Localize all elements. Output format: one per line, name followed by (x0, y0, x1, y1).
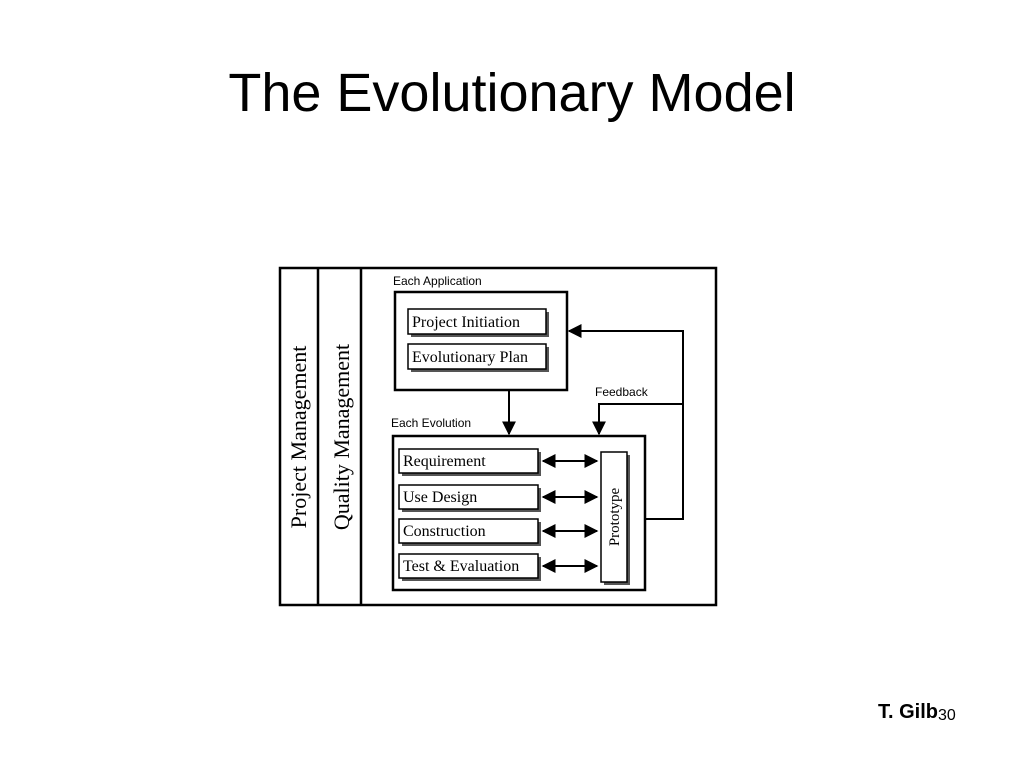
feedback-loop-arrow (567, 324, 684, 520)
requirement-box (398, 448, 539, 474)
author-name: T. Gilb (878, 701, 938, 723)
construction-label: Construction (403, 523, 486, 540)
application-box (393, 290, 569, 392)
prototype-box (600, 451, 628, 583)
project-initiation-box (407, 308, 547, 335)
each-application-label: Each Application (393, 274, 482, 288)
feedback-label: Feedback (595, 385, 649, 399)
each-evolution-label: Each Evolution (391, 416, 471, 430)
feedback-to-evolution-arrow (592, 403, 683, 436)
project-initiation-label: Project Initiation (412, 314, 520, 331)
outer-frame (278, 266, 718, 607)
use-design-label: Use Design (403, 489, 477, 506)
quality-management-label: Quality Management (329, 344, 354, 530)
test-evaluation-label: Test & Evaluation (403, 558, 519, 575)
test-evaluation-box (398, 553, 539, 579)
slide-title: The Evolutionary Model (228, 63, 796, 123)
prototype-label: Prototype (607, 487, 623, 546)
evolution-box (391, 434, 647, 592)
construction-box (398, 518, 539, 544)
use-design-box (398, 484, 539, 510)
project-management-label: Project Management (286, 346, 311, 529)
page-number: 30 (938, 707, 956, 724)
requirement-label: Requirement (403, 453, 486, 470)
evolutionary-plan-label: Evolutionary Plan (412, 349, 528, 366)
evolutionary-plan-box (407, 343, 547, 370)
